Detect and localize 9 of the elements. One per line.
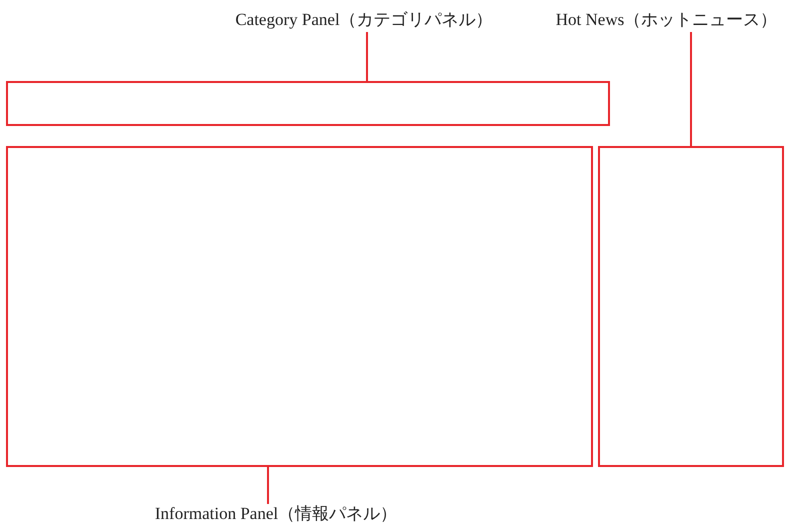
- callout-label: Category Panel（カテゴリパネル）: [205, 10, 523, 32]
- leader-line: [267, 467, 269, 504]
- panel-outline: [6, 146, 593, 467]
- panel-outline: [598, 146, 784, 467]
- leader-line: [690, 32, 692, 146]
- callout-label: Hot News（ホットニュース）: [533, 10, 800, 32]
- callout-label: Information Panel（情報パネル）: [133, 504, 419, 524]
- leader-line: [366, 32, 368, 81]
- panel-outline: [6, 81, 610, 126]
